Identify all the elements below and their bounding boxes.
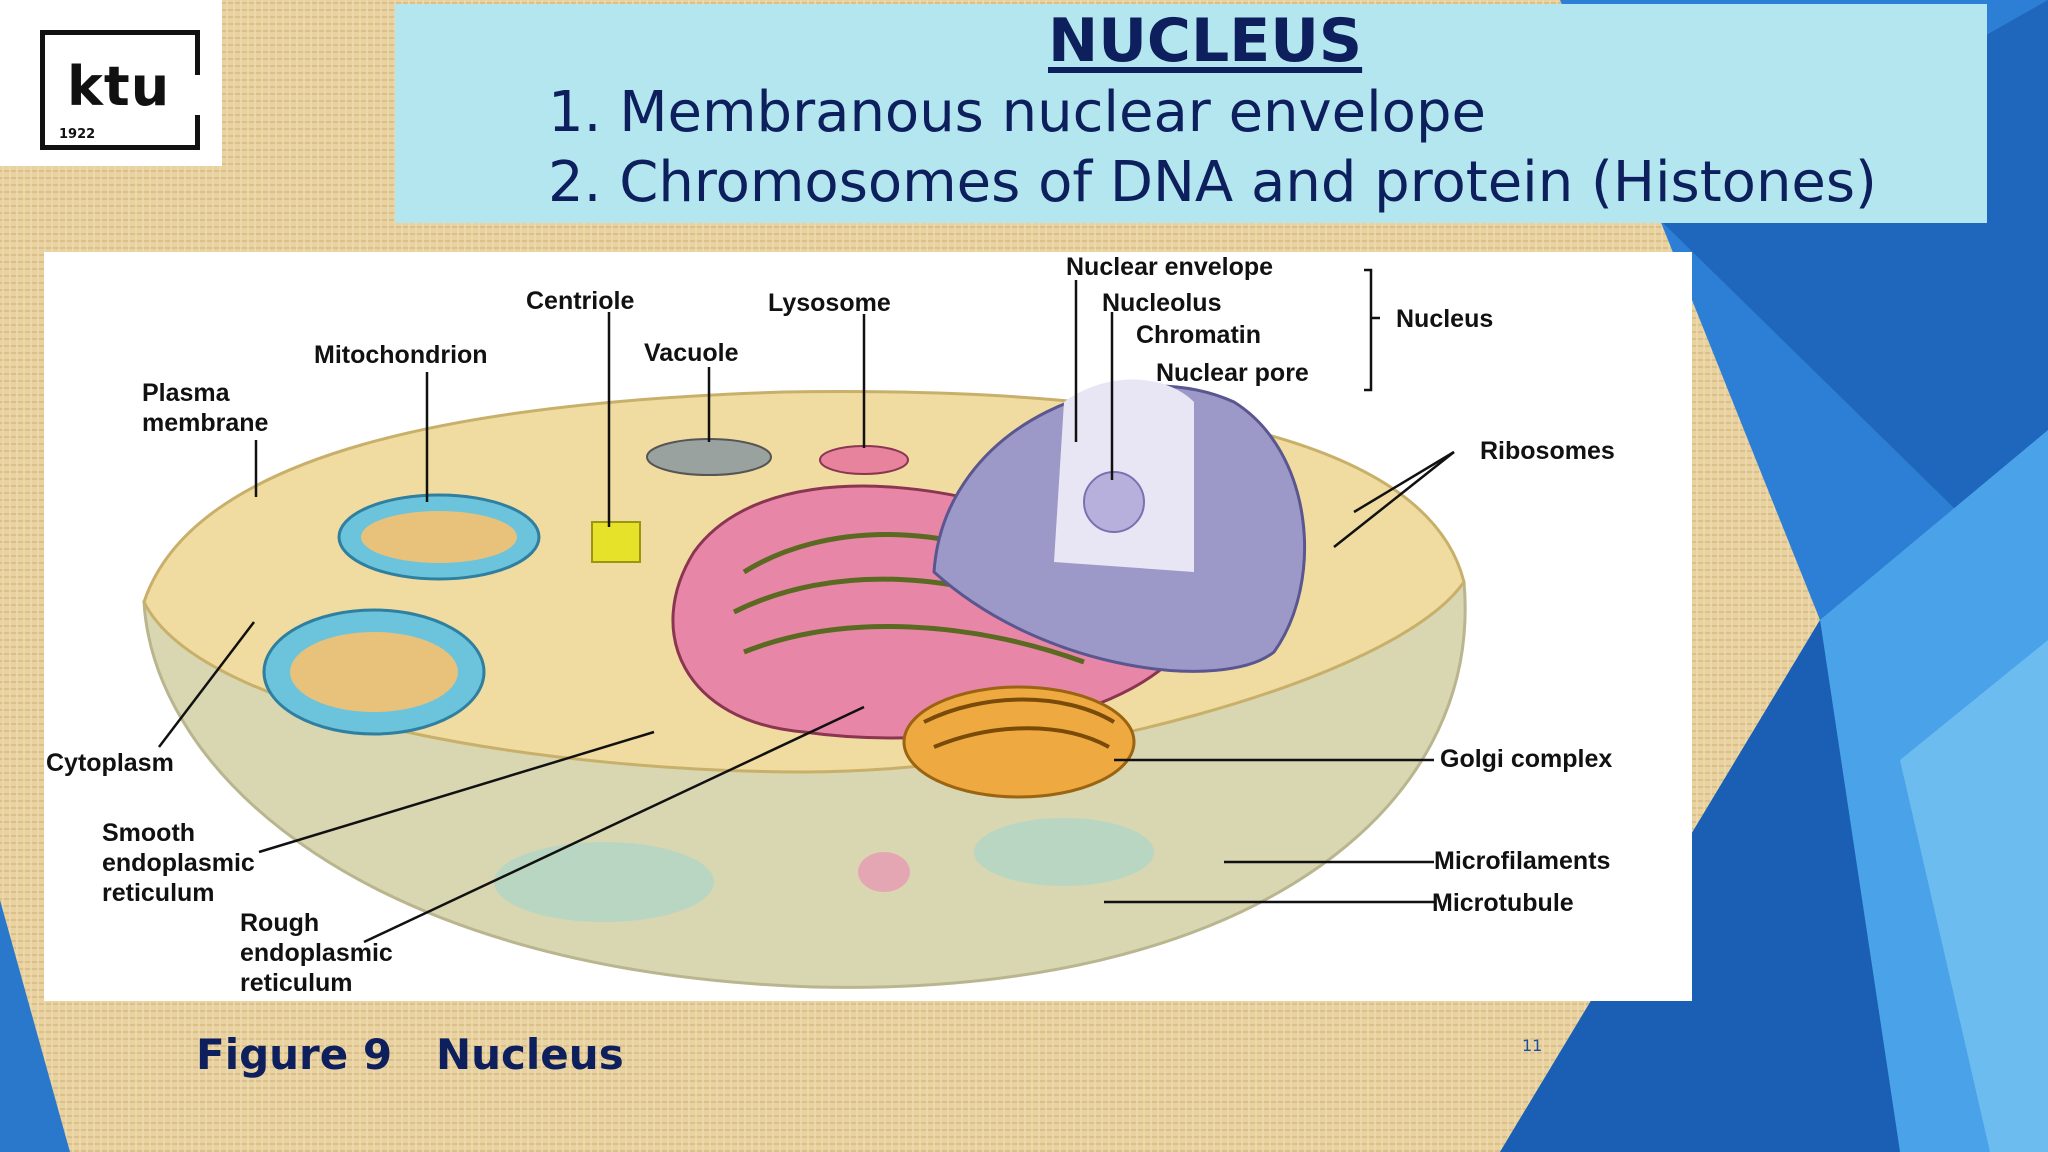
lower-organelle-2 — [974, 818, 1154, 886]
golgi-folds — [923, 697, 1116, 749]
label-nucleus: Nucleus — [1396, 305, 1494, 333]
cell-illustration — [142, 268, 1467, 989]
line-smooth-er — [258, 730, 655, 854]
right-blue-deep-facet — [1500, 620, 1900, 1152]
mitochondrion-1-inner — [361, 511, 517, 563]
bullet-point-1: 1. Membranous nuclear envelope — [548, 80, 1486, 145]
label-golgi-complex: Golgi complex — [1440, 745, 1613, 773]
page-number: 11 — [1522, 1036, 1543, 1055]
label-ribosomes: Ribosomes — [1480, 437, 1615, 465]
label-microtubule: Microtubule — [1432, 889, 1574, 917]
label-cytoplasm: Cytoplasm — [46, 749, 174, 777]
line-ribosomes-2 — [1333, 451, 1455, 548]
lower-vesicle — [858, 852, 910, 892]
label-nuclear-envelope: Nuclear envelope — [1066, 253, 1274, 281]
centriole-shape — [591, 521, 641, 563]
header-panel — [395, 4, 1987, 223]
lysosome-shape — [819, 445, 909, 475]
left-blue-triangle — [0, 900, 70, 1152]
label-mitochondrion: Mitochondrion — [314, 341, 488, 369]
label-nuclear-pore: Nuclear pore — [1156, 359, 1309, 387]
lower-organelle-1 — [494, 842, 714, 922]
label-chromatin: Chromatin — [1136, 321, 1261, 349]
label-centriole: Centriole — [526, 287, 635, 315]
leader-lines — [158, 268, 1455, 944]
label-microfilaments: Microfilaments — [1434, 847, 1611, 875]
label-plasma-membrane: Plasma membrane — [142, 379, 269, 437]
label-rough-er: Rough endoplasmic reticulum — [240, 909, 393, 997]
right-blue-highlight — [1900, 640, 2048, 1152]
label-lysosome: Lysosome — [768, 289, 891, 317]
cell-diagram: Plasma membrane Mitochondrion Centriole … — [44, 252, 1692, 1001]
nucleolus-shape — [1083, 471, 1145, 533]
label-nucleolus: Nucleolus — [1102, 289, 1222, 317]
label-vacuole: Vacuole — [644, 339, 739, 367]
nucleus-bracket — [1364, 268, 1380, 392]
line-cytoplasm — [158, 621, 255, 748]
figure-caption: Figure 9 Nucleus — [196, 1030, 624, 1079]
line-ribosomes-1 — [1353, 450, 1455, 514]
logo-year: 1922 — [59, 127, 96, 142]
label-smooth-er: Smooth endoplasmic reticulum — [102, 819, 255, 907]
ktu-logo: ktu 1922 — [0, 0, 222, 166]
logo-text: ktu — [67, 55, 171, 118]
line-rough-er — [363, 705, 865, 944]
slide-title: NUCLEUS — [1048, 6, 1363, 76]
bullet-point-2: 2. Chromosomes of DNA and protein (Histo… — [548, 150, 1877, 215]
vacuole-shape — [646, 438, 772, 476]
mitochondrion-2-inner — [290, 632, 458, 712]
golgi-shape — [902, 685, 1136, 799]
logo-frame: ktu 1922 — [40, 30, 200, 150]
